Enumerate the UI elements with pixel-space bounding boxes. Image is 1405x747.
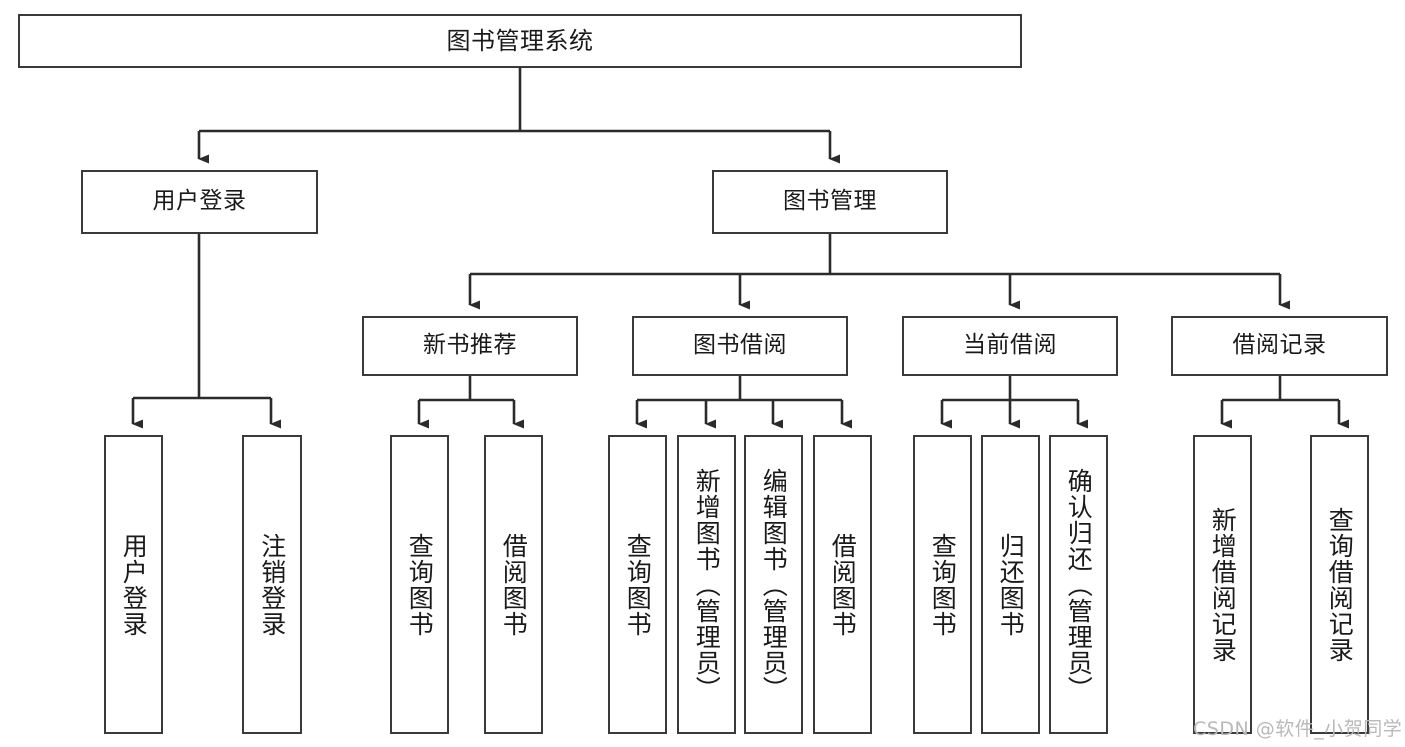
leaf-user-logout[interactable]: 注销登录 (242, 435, 302, 734)
csdn-watermark: CSDN @软件_小贺同学 (1193, 718, 1403, 740)
node-label: 新书推荐 (423, 332, 517, 359)
node-label: 编辑图书（管理员） (759, 467, 789, 702)
leaf-recommend-query-book[interactable]: 查询图书 (390, 435, 449, 734)
node-borrow-record[interactable]: 借阅记录 (1171, 316, 1388, 376)
node-label: 图书管理系统 (446, 26, 594, 55)
leaf-current-query-book[interactable]: 查询图书 (913, 435, 972, 734)
leaf-borrow-add-book-admin[interactable]: 新增图书（管理员） (677, 435, 736, 734)
node-current-borrow[interactable]: 当前借阅 (902, 316, 1118, 376)
node-book-borrow[interactable]: 图书借阅 (632, 316, 848, 376)
node-label: 图书借阅 (693, 332, 787, 359)
node-new-book-recommend[interactable]: 新书推荐 (362, 316, 578, 376)
node-label: 图书管理 (783, 188, 877, 215)
leaf-current-confirm-return-admin[interactable]: 确认归还（管理员） (1049, 435, 1108, 734)
node-label: 归还图书 (996, 532, 1026, 637)
node-user-login[interactable]: 用户登录 (81, 170, 318, 234)
leaf-record-add-borrow-record[interactable]: 新增借阅记录 (1193, 435, 1252, 734)
node-label: 借阅记录 (1232, 332, 1327, 359)
leaf-borrow-edit-book-admin[interactable]: 编辑图书（管理员） (744, 435, 803, 734)
leaf-user-login[interactable]: 用户登录 (104, 435, 163, 734)
node-label: 新增图书（管理员） (692, 467, 722, 702)
node-label: 新增借阅记录 (1208, 506, 1238, 663)
node-label: 查询图书 (928, 532, 958, 637)
node-label: 借阅图书 (499, 532, 529, 637)
leaf-current-return-book[interactable]: 归还图书 (981, 435, 1040, 734)
leaf-borrow-borrow-book[interactable]: 借阅图书 (813, 435, 872, 734)
node-label: 查询图书 (623, 532, 653, 637)
node-label: 查询图书 (405, 532, 435, 637)
node-label: 用户登录 (152, 188, 247, 215)
leaf-recommend-borrow-book[interactable]: 借阅图书 (484, 435, 543, 734)
node-label: 确认归还（管理员） (1064, 467, 1094, 702)
node-label: 注销登录 (257, 532, 287, 637)
node-label: 用户登录 (119, 532, 149, 637)
node-label: 查询借阅记录 (1325, 506, 1355, 663)
node-book-management[interactable]: 图书管理 (712, 170, 948, 234)
node-label: 借阅图书 (828, 532, 858, 637)
leaf-record-query-borrow-record[interactable]: 查询借阅记录 (1310, 435, 1369, 734)
leaf-borrow-query-book[interactable]: 查询图书 (608, 435, 667, 734)
node-label: 当前借阅 (963, 332, 1057, 359)
node-root-system[interactable]: 图书管理系统 (18, 14, 1022, 68)
